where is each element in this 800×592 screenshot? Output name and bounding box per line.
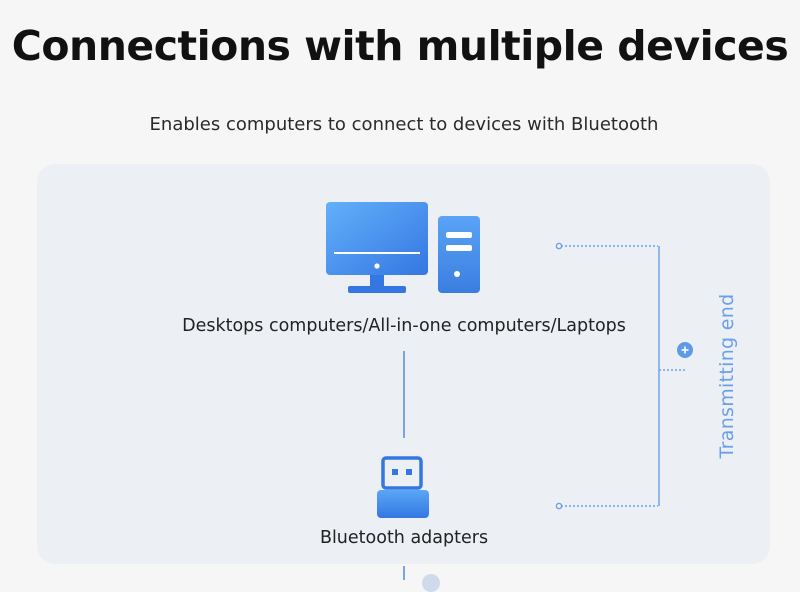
computers-label: Desktops computers/All-in-one computers/… xyxy=(182,316,626,336)
next-node-indicator xyxy=(422,574,440,592)
page-title: Connections with multiple devices xyxy=(11,22,789,70)
connection-line xyxy=(403,351,405,438)
adapter-label: Bluetooth adapters xyxy=(319,528,489,548)
transmitting-end-bracket xyxy=(555,242,693,510)
plus-circle-icon xyxy=(677,342,693,358)
transmitting-end-label: Transmitting end xyxy=(716,293,738,459)
page-subtitle: Enables computers to connect to devices … xyxy=(149,114,659,135)
usb-bluetooth-adapter-icon xyxy=(377,456,429,518)
desktop-computer-icon xyxy=(326,202,480,293)
connection-line-continued xyxy=(403,566,405,580)
